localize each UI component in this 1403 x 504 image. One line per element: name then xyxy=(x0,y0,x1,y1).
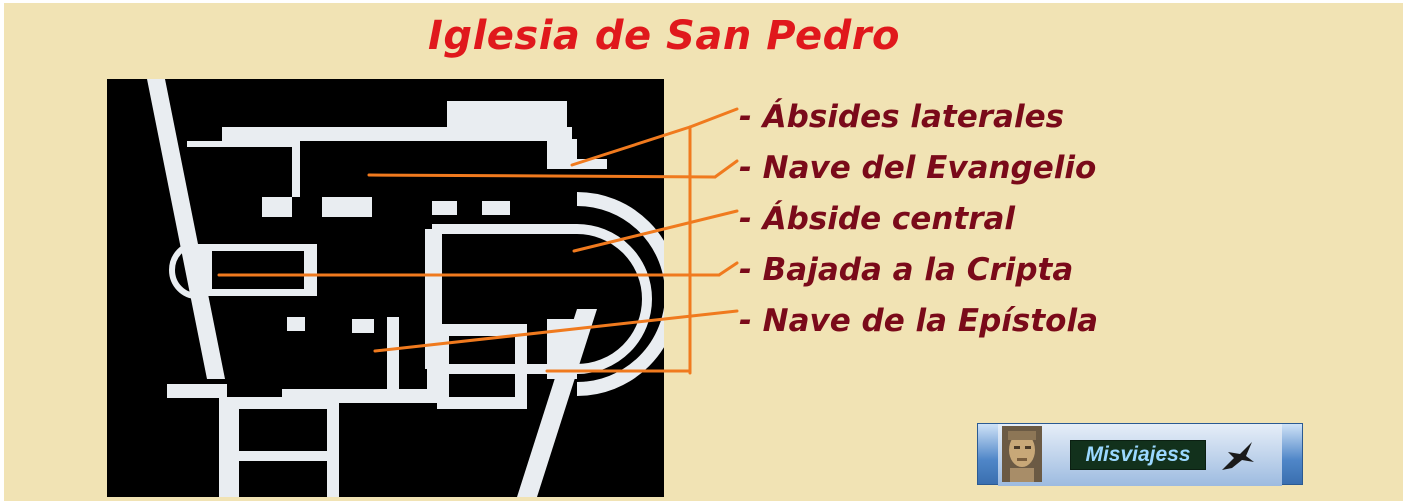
eagle-icon xyxy=(1222,442,1254,470)
logo-text-box: Misviajess xyxy=(1070,440,1206,470)
logo-text: Misviajess xyxy=(1085,443,1191,466)
floor-plan xyxy=(107,79,664,497)
bust-portrait-icon xyxy=(1002,426,1042,482)
label-abside-central: - Ábside central xyxy=(739,201,1016,237)
label-absides-laterales: - Ábsides laterales xyxy=(739,99,1065,135)
misviajess-logo[interactable]: Misviajess xyxy=(977,423,1303,486)
label-bajada-cripta: - Bajada a la Cripta xyxy=(739,252,1074,288)
page-title: Iglesia de San Pedro xyxy=(428,13,900,59)
label-nave-epistola: - Nave de la Epístola xyxy=(739,303,1098,339)
legend-labels: - Ábsides laterales - Nave del Evangelio… xyxy=(739,94,1098,349)
label-nave-evangelio: - Nave del Evangelio xyxy=(739,150,1097,186)
